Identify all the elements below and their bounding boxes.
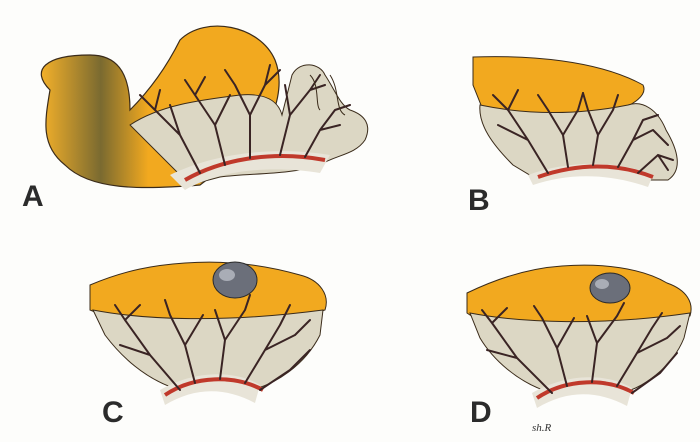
cyst bbox=[589, 272, 631, 304]
cyst-highlight bbox=[595, 279, 609, 289]
vessel-branches bbox=[492, 89, 674, 174]
panel-b-label: B bbox=[468, 184, 490, 217]
panel-b bbox=[468, 55, 698, 195]
panel-c bbox=[85, 255, 335, 415]
fold-lines bbox=[309, 74, 346, 116]
cyst-highlight bbox=[219, 269, 235, 281]
base-vessel bbox=[163, 377, 264, 397]
vessel-branches bbox=[114, 294, 311, 391]
panel-a bbox=[20, 15, 390, 195]
inner-tissue-shape bbox=[92, 309, 324, 391]
base-vessel bbox=[184, 154, 326, 182]
panel-c-illustration bbox=[89, 261, 327, 405]
base-vessel bbox=[537, 164, 654, 179]
panel-d bbox=[462, 258, 698, 418]
vessel-branches bbox=[139, 64, 351, 174]
panel-c-label: C bbox=[102, 396, 124, 429]
panel-d-illustration bbox=[466, 264, 692, 408]
panel-a-illustration bbox=[40, 25, 369, 190]
panel-b-illustration bbox=[472, 56, 678, 187]
vessel-branches bbox=[481, 302, 681, 394]
cyst bbox=[212, 261, 258, 299]
artist-signature: sh.R bbox=[532, 422, 552, 434]
panel-d-label: D bbox=[470, 396, 492, 429]
base-shadow bbox=[170, 151, 330, 190]
inner-tissue-shape bbox=[479, 103, 678, 181]
outer-layer-shape bbox=[472, 56, 645, 115]
base-vessel bbox=[535, 380, 635, 400]
panel-a-label: A bbox=[22, 180, 44, 213]
